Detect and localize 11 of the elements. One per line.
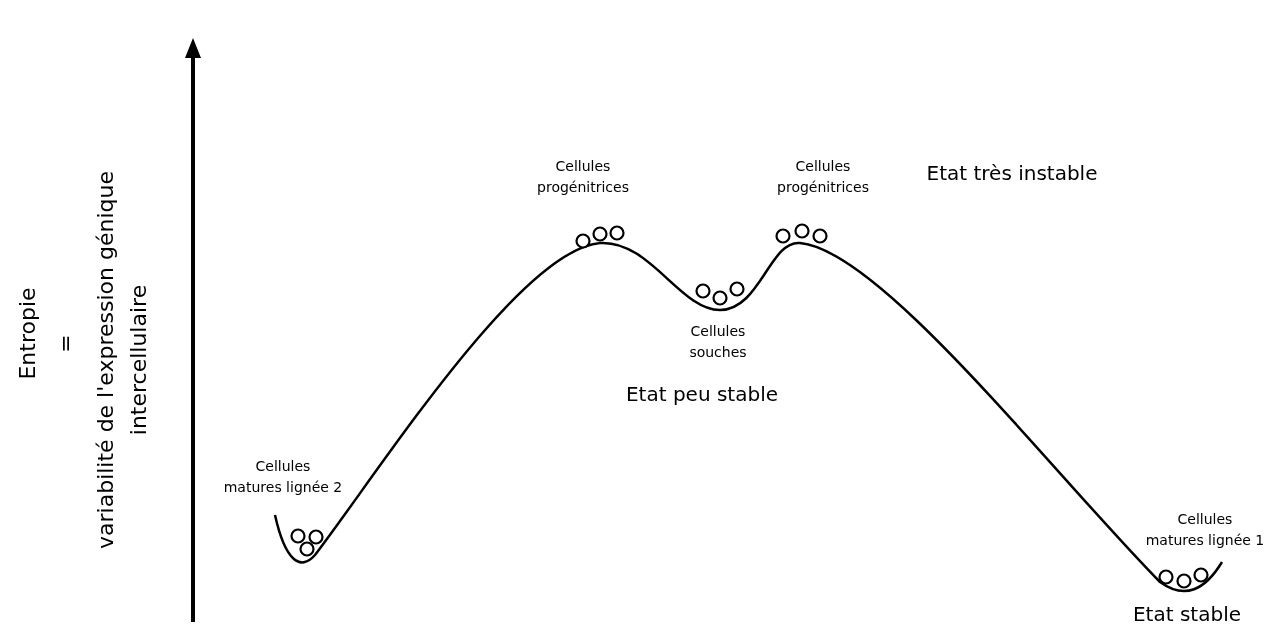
stage-label: Cellules matures lignée 2 [222,457,344,497]
stage-label: Cellules progénitrices [536,157,630,197]
stage-label: Cellules souches [688,322,748,362]
state-label: Etat très instable [925,160,1099,187]
state-label: Etat stable [1132,601,1242,625]
axis-title: Entropie [13,286,41,382]
axis-title: variabilité de l'expression génique intercellulaire [92,170,152,551]
stage-label: Cellules progénitrices [776,157,870,197]
stage-label: Cellules matures lignée 1 [1144,510,1266,550]
axis-title: = [51,333,79,355]
state-label: Etat peu stable [624,381,779,408]
